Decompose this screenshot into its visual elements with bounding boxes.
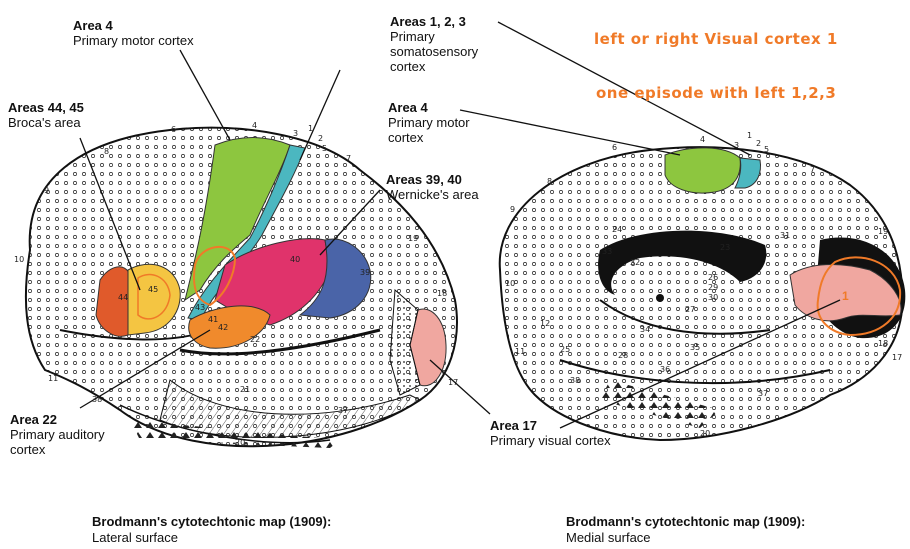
area-number-label: 4 (700, 135, 705, 144)
area-number-label: 24 (612, 225, 622, 234)
area-number-label: 1 (747, 131, 752, 140)
annotation-visual-cortex: left or right Visual cortex 1 (594, 30, 838, 48)
area-number-label: 2 (756, 139, 761, 148)
area-number-label: 11 (515, 347, 525, 356)
label-area4-lateral: Area 4 Primary motor cortex (73, 18, 194, 48)
area-number-label: 7 (346, 154, 351, 163)
visual-cortex-marker: 1 (842, 289, 849, 303)
area-number-label: 17 (892, 353, 902, 362)
label-sub: somatosensory (390, 44, 478, 59)
area-number-label: 21 (240, 385, 250, 394)
area-number-label: 33 (602, 247, 612, 256)
label-title: Area 22 (10, 412, 105, 427)
area-number-label: 19 (408, 234, 418, 243)
area-number-label: 18 (878, 339, 888, 348)
area-number-label: 41 (208, 315, 218, 324)
area-number-label: 10 (14, 255, 24, 264)
area-number-label: 44 (118, 293, 128, 302)
area-number-label: 8 (547, 177, 552, 186)
label-areas-44-45: Areas 44, 45 Broca's area (8, 100, 84, 130)
area-number-label: 9 (510, 205, 515, 214)
area-number-label: 27 (685, 305, 695, 314)
area-number-label: 4 (252, 121, 257, 130)
area-number-label: 26 (708, 273, 718, 282)
label-sub: cortex (10, 442, 105, 457)
label-sub: Wernicke's area (386, 187, 479, 202)
area-number-label: 7 (810, 165, 815, 174)
area-number-label: 38 (570, 376, 580, 385)
area-number-label: 34 (640, 325, 650, 334)
label-area-17: Area 17 Primary visual cortex (490, 418, 611, 448)
caption-title: Brodmann's cytotechtonic map (1909): (566, 514, 805, 530)
area-number-label: 12 (540, 319, 550, 328)
area-number-label: 2 (318, 134, 323, 143)
area-number-label: 45 (148, 285, 158, 294)
label-title: Area 4 (73, 18, 194, 33)
label-area4-medial: Area 4 Primary motor cortex (388, 100, 470, 145)
area-number-label: 19 (878, 227, 888, 236)
label-sub: Primary auditory (10, 427, 105, 442)
area-number-label: 29 (708, 283, 718, 292)
label-title: Areas 39, 40 (386, 172, 479, 187)
label-sub: Primary motor (388, 115, 470, 130)
area-number-label: 43 (195, 303, 205, 312)
label-sub: Primary visual cortex (490, 433, 611, 448)
area-number-label: 6 (612, 143, 617, 152)
label-sub: cortex (390, 59, 478, 74)
caption-lateral: Brodmann's cytotechtonic map (1909): Lat… (92, 514, 331, 546)
area-number-label: 28 (618, 351, 628, 360)
label-area-22: Area 22 Primary auditory cortex (10, 412, 105, 457)
area-number-label: 8 (104, 147, 109, 156)
area-number-label: 20 (700, 429, 710, 438)
label-sub: cortex (388, 130, 470, 145)
area-number-label: 35 (690, 343, 700, 352)
caption-sub: Lateral surface (92, 530, 331, 546)
area-number-label: 5 (322, 144, 327, 153)
label-sub: Primary (390, 29, 478, 44)
area-number-label: 30 (708, 293, 718, 302)
area-number-label: 31 (780, 231, 790, 240)
area-number-label: 10 (505, 279, 515, 288)
area-number-label: 20 (235, 438, 245, 447)
label-areas-39-40: Areas 39, 40 Wernicke's area (386, 172, 479, 202)
label-sub: Broca's area (8, 115, 84, 130)
area-number-label: 5 (764, 145, 769, 154)
area-number-label: 25 (560, 345, 570, 354)
caption-sub: Medial surface (566, 530, 805, 546)
label-title: Areas 44, 45 (8, 100, 84, 115)
area-number-label: 37 (758, 389, 768, 398)
area-number-label: 17 (448, 378, 458, 387)
area-number-label: 3 (293, 129, 298, 138)
area-number-label: 32 (630, 258, 640, 267)
area-number-label: 18 (437, 289, 447, 298)
area-number-label: 39 (360, 268, 370, 277)
area-number-label: 6 (171, 125, 176, 134)
label-title: Area 17 (490, 418, 611, 433)
area-number-label: 37 (338, 406, 348, 415)
caption-title: Brodmann's cytotechtonic map (1909): (92, 514, 331, 530)
area-number-label: 23 (720, 243, 730, 252)
area-number-label: 22 (250, 335, 260, 344)
label-sub: Primary motor cortex (73, 33, 194, 48)
label-title: Area 4 (388, 100, 470, 115)
area-number-label: 42 (218, 323, 228, 332)
area-number-label: 36 (660, 365, 670, 374)
caption-medial: Brodmann's cytotechtonic map (1909): Med… (566, 514, 805, 546)
area-number-label: 11 (48, 374, 58, 383)
label-areas-1-2-3: Areas 1, 2, 3 Primary somatosensory cort… (390, 14, 478, 74)
area-number-label: 9 (44, 186, 49, 195)
area-number-label: 40 (290, 255, 300, 264)
annotation-episode: one episode with left 1,2,3 (596, 84, 836, 102)
label-title: Areas 1, 2, 3 (390, 14, 478, 29)
